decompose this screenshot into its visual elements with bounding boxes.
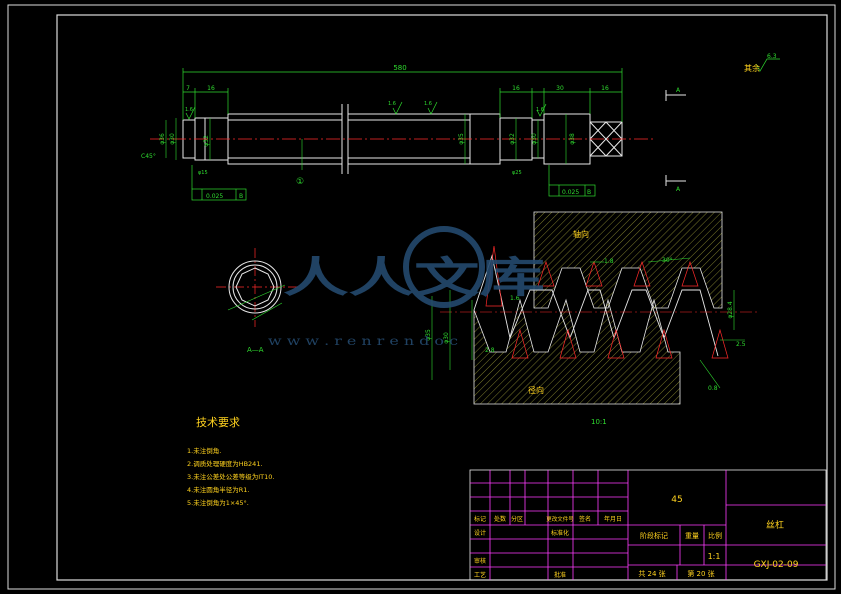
watermark-brand: 人人文库	[283, 253, 545, 302]
watermark-url: w w w . r e n r e n d o c	[268, 334, 458, 348]
tech-req-item-4: 4.未注圆角半径为R1.	[187, 485, 249, 494]
dim-left-1: φ36	[159, 133, 166, 145]
row-design: 设计	[474, 529, 486, 537]
tolerance-right-value: 0.025	[562, 189, 579, 196]
title-material: 45	[671, 495, 682, 505]
thread-label-bottom: 径向	[528, 385, 544, 395]
dim-top-5: 16	[601, 85, 609, 92]
roughness-other-label: 其余	[744, 63, 760, 73]
tolerance-left-value: 0.025	[206, 193, 223, 200]
thread-scale-caption: 10:1	[591, 418, 607, 426]
dim-right-2: φ38	[569, 133, 576, 145]
thread-dim-5: 2.5	[736, 341, 746, 348]
dim-small-1: 1.6	[185, 107, 193, 113]
dim-left-3: φ32	[203, 135, 210, 147]
diameter-dims	[165, 114, 567, 164]
dim-top-4: 30	[556, 85, 564, 92]
roughness-other-value: 6.3	[767, 53, 777, 60]
dim-small-6: φ25	[512, 170, 522, 176]
tech-req-item-1: 1.未注倒角.	[187, 446, 221, 455]
section-title: A—A	[247, 346, 264, 354]
tech-req-title: 技术要求	[196, 416, 240, 429]
dim-top-3: 16	[512, 85, 520, 92]
header-date: 年月日	[604, 515, 622, 523]
dim-left-2: φ30	[169, 133, 176, 145]
header-change-doc: 更改文件号	[546, 515, 574, 523]
section-cut-markers	[665, 90, 686, 186]
tech-req-item-2: 2.调质处理硬度为HB241.	[187, 459, 263, 468]
inner-border	[56, 14, 828, 581]
title-sheet-no: 第 20 张	[687, 569, 714, 578]
top-dimensions	[182, 68, 623, 122]
roughness-symbols	[185, 58, 780, 120]
thread-dim-9: φ28.4	[727, 301, 734, 319]
row-standard: 标准化	[551, 529, 569, 537]
dim-overall-length: 580	[393, 64, 406, 72]
header-mark: 标记	[474, 515, 486, 523]
dim-small-4: 1.6	[536, 107, 544, 113]
tolerance-left-datum: B	[239, 193, 243, 200]
row-review: 审核	[474, 557, 486, 565]
tech-req-item-3: 3.未注公差处公差等级为IT10.	[187, 472, 274, 481]
tolerance-frame-right	[548, 165, 596, 197]
dim-chamfer: C45°	[141, 153, 156, 160]
header-sign: 签名	[579, 515, 591, 523]
row-approve: 批准	[554, 571, 566, 579]
title-sheet-total: 共 24 张	[638, 569, 665, 578]
thread-dim-8: φ30	[443, 332, 450, 344]
dim-small-2: 1.6	[388, 101, 396, 107]
section-mark-bottom: A	[676, 186, 681, 193]
tolerance-frame-left	[191, 165, 247, 201]
dim-mid-2: φ32	[509, 133, 516, 145]
title-scale: 1:1	[708, 552, 721, 561]
thread-detail-view	[431, 211, 760, 405]
thread-dim-2: 1.8	[604, 258, 614, 265]
thread-dim-7: φ35	[425, 329, 432, 341]
row-process: 工艺	[474, 571, 486, 579]
tolerance-right-datum: B	[587, 189, 591, 196]
thread-label-top: 轴向	[573, 229, 589, 239]
dim-top-1: 7	[186, 85, 190, 92]
header-zone: 分区	[511, 515, 523, 523]
title-block-grid	[469, 469, 827, 581]
row-weight: 重量	[685, 532, 699, 540]
tech-req-item-5: 5.未注倒角为1×45°.	[187, 498, 249, 507]
row-scale-label: 比例	[708, 531, 722, 540]
dim-right-1: φ30	[531, 133, 538, 145]
section-view-a-a	[216, 248, 298, 327]
title-drawing-no: GXJ-02-09	[754, 560, 799, 570]
thread-dim-4: 1.6	[510, 295, 520, 302]
thread-dim-1: 30°	[662, 257, 673, 264]
watermark: 人人文库 w w w . r e n r e n d o c	[268, 226, 545, 348]
dim-small-3: 1.6	[424, 101, 432, 107]
dim-small-5: φ15	[198, 170, 208, 176]
dim-top-2: 16	[207, 85, 215, 92]
thread-dim-6: 0.8	[708, 385, 718, 392]
section-mark-top: A	[676, 87, 681, 94]
outer-border	[7, 4, 836, 590]
title-part-name: 丝杠	[766, 519, 784, 531]
header-count: 处数	[494, 515, 506, 523]
balloon-item: ①	[296, 177, 304, 187]
dim-mid-1: φ35	[458, 133, 465, 145]
row-stage-mark: 阶段标记	[640, 531, 668, 540]
thread-dim-3: 2.8	[485, 347, 495, 354]
